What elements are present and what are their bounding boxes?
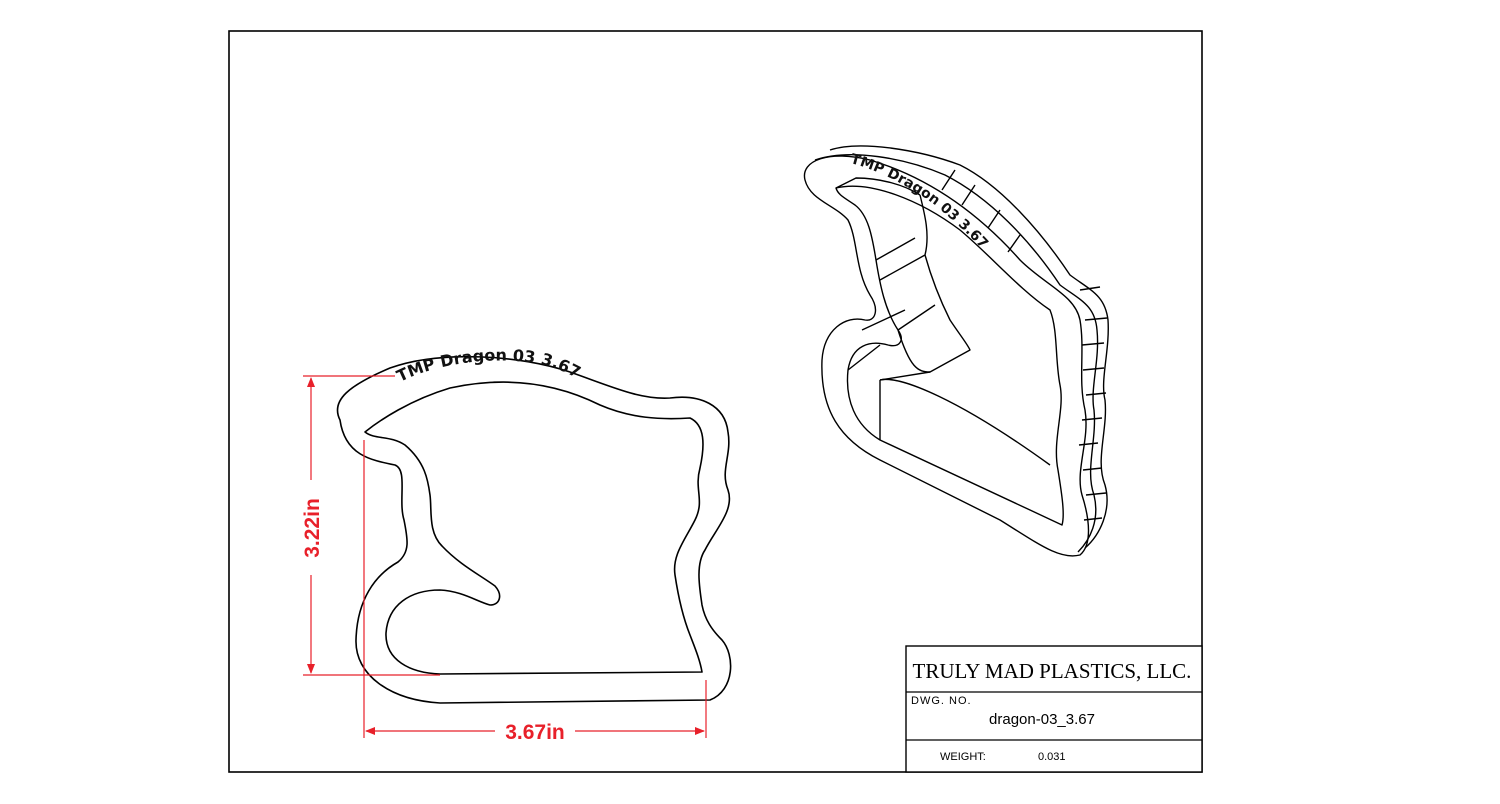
iso-inner-wall-1 <box>835 177 921 196</box>
isometric-view <box>803 145 1109 557</box>
dimension-lines <box>303 375 707 738</box>
iso-front-inner-outline <box>835 185 1064 526</box>
width-dimension-label: 3.67in <box>505 721 565 744</box>
front-inner-outline <box>364 381 704 675</box>
front-engraving-text: TMP Dragon 03 3.67 <box>394 345 584 385</box>
iso-inner-wall-4 <box>847 344 1051 466</box>
title-block: TRULY MAD PLASTICS, LLC. DWG. NO. dragon… <box>905 645 1203 773</box>
weight-label: WEIGHT: <box>940 751 986 763</box>
height-dimension-label: 3.22in <box>301 498 324 558</box>
dwg-no-value: dragon-03_3.67 <box>989 711 1095 728</box>
iso-back-outline <box>829 145 1109 549</box>
dwg-no-label: DWG. NO. <box>911 695 972 707</box>
iso-inner-wall-3 <box>897 194 971 373</box>
sheet-border <box>228 30 1203 773</box>
weight-value: 0.031 <box>1038 751 1066 763</box>
front-view <box>336 355 732 704</box>
iso-front-outer-outline <box>803 155 1090 557</box>
iso-inner-wall-2 <box>875 237 936 331</box>
title-block-frame <box>905 645 1203 773</box>
company-name: TRULY MAD PLASTICS, LLC. <box>913 659 1192 683</box>
front-engraving: TMP Dragon 03 3.67 <box>394 345 584 385</box>
iso-edge-steps <box>1078 286 1108 521</box>
front-outer-outline <box>336 355 732 704</box>
iso-inner-wall-5 <box>861 309 931 381</box>
iso-top-steps <box>941 169 1021 253</box>
